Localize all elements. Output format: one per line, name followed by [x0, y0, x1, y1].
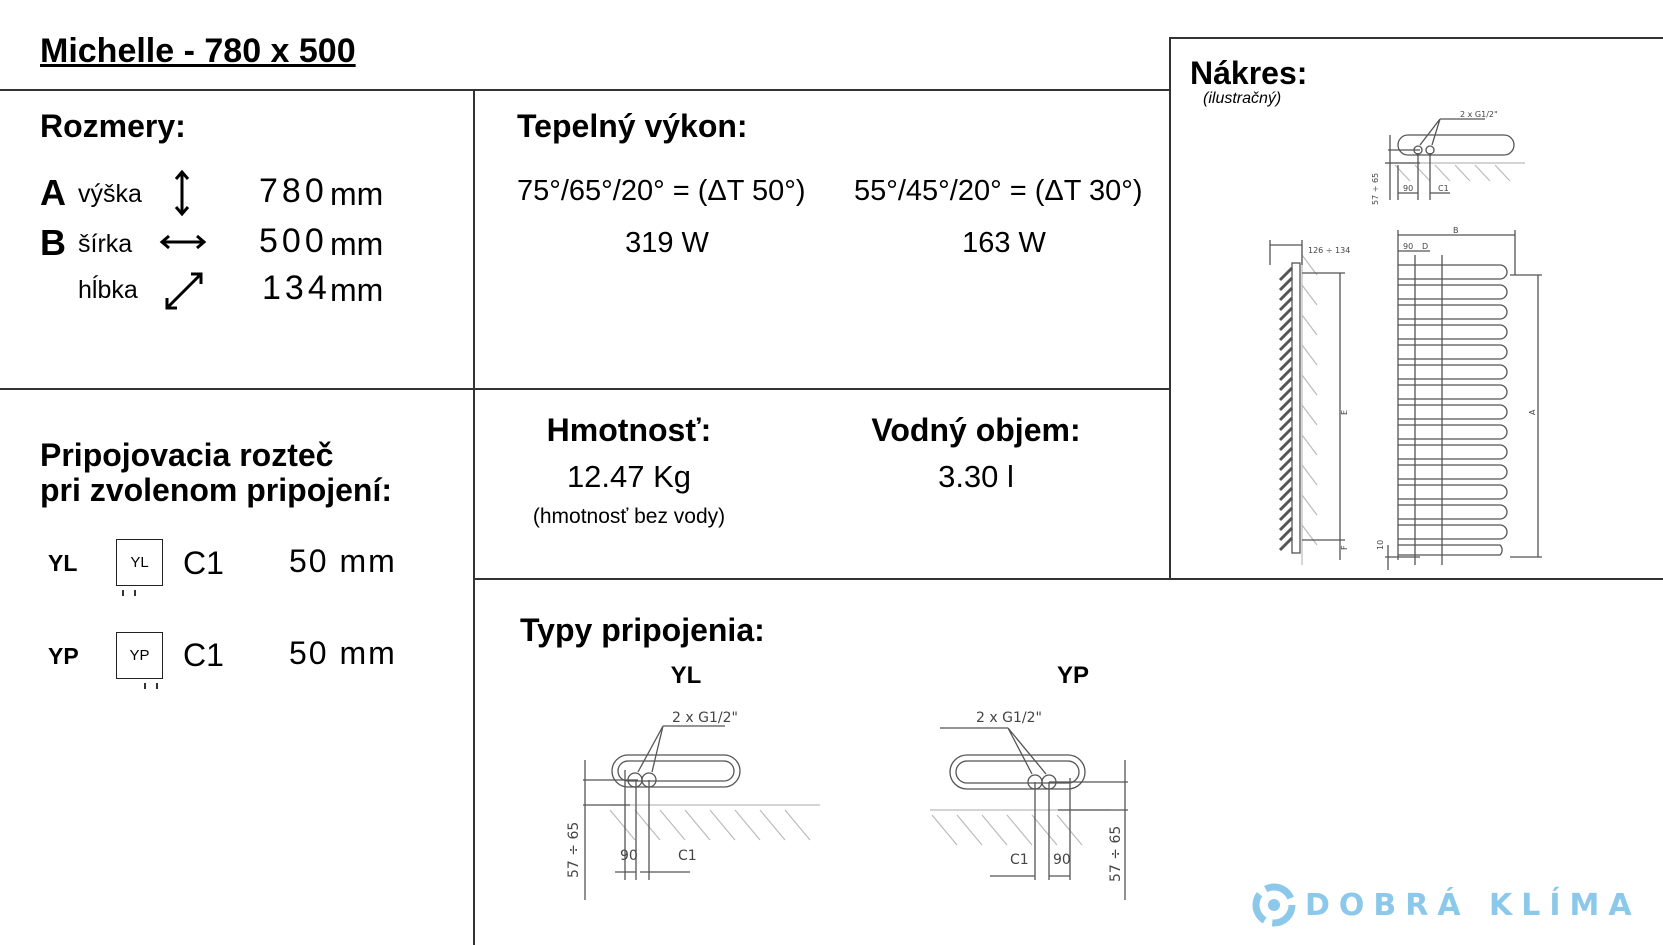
drawing-label: 90	[1403, 184, 1413, 193]
connection-yl-icon: YL	[116, 539, 163, 586]
dim-label: C1	[678, 848, 697, 864]
drawing-label: A	[1528, 409, 1537, 415]
divider	[0, 388, 1170, 390]
logo-text: DOBRÁ KLÍMA	[1305, 887, 1641, 923]
dimension-label: výška	[78, 180, 142, 208]
drawing-label: 90	[1403, 242, 1413, 251]
heat-condition-2: 55°/45°/20° = (ΔT 30°)	[854, 175, 1143, 207]
connection-spacing-heading-2: pri zvolenom pripojení:	[40, 472, 393, 508]
yp-connection-drawing: 2 x G1/2" C1 90 57 ÷ 65	[930, 710, 1128, 900]
dimension-label: šírka	[78, 230, 133, 258]
radiator-technical-drawing: 2 x G1/2" 90 C1 57 ÷ 65 126 ÷ 134 E F B …	[1269, 110, 1542, 570]
dimension-unit: mm	[330, 272, 384, 308]
drawing-label: 2 x G1/2"	[1460, 110, 1498, 119]
pipe-label: 2 x G1/2"	[976, 710, 1042, 726]
pipe-label: 2 x G1/2"	[672, 710, 738, 726]
divider	[1169, 37, 1171, 579]
icon-label: YP	[129, 647, 150, 664]
dim-label: 90	[1053, 852, 1071, 868]
dimension-unit: mm	[330, 176, 384, 212]
weight-note: (hmotnosť bez vody)	[532, 505, 726, 528]
connection-spacing-heading: Pripojovacia rozteč	[40, 437, 334, 473]
divider	[1170, 37, 1663, 39]
dimension-unit: mm	[330, 226, 384, 262]
drawing-subheading: (ilustračný)	[1203, 90, 1282, 107]
dimension-letter: B	[40, 222, 66, 263]
height-label: 57 ÷ 65	[1108, 826, 1124, 882]
water-volume-heading: Vodný objem:	[871, 412, 1081, 448]
drawing-label: B	[1453, 226, 1459, 235]
height-label: 57 ÷ 65	[566, 822, 582, 878]
horizontal-arrow-icon	[159, 234, 207, 250]
diagonal-arrow-icon	[165, 272, 203, 310]
page-title: Michelle - 780 x 500	[40, 32, 356, 70]
yl-connection-drawing: 2 x G1/2" 90 C1 57 ÷ 65	[566, 710, 820, 900]
dimension-value: 780	[259, 172, 328, 210]
weight-value: 12.47 Kg	[566, 459, 692, 494]
drawing-label: C1	[1438, 184, 1449, 193]
connection-type-yl-label: YL	[670, 662, 702, 689]
connection-value: 50 mm	[289, 635, 397, 671]
dimension-value: 134	[262, 269, 331, 307]
dimension-value: 500	[259, 222, 328, 260]
divider	[474, 578, 1663, 580]
vertical-arrow-icon	[174, 169, 190, 217]
drawing-label: D	[1422, 242, 1428, 251]
heat-output-heading: Tepelný výkon:	[517, 108, 748, 144]
connection-type: YL	[48, 550, 78, 576]
dim-label: 90	[620, 848, 638, 864]
heat-condition-1: 75°/65°/20° = (ΔT 50°)	[517, 175, 806, 207]
dimensions-heading: Rozmery:	[40, 108, 186, 144]
pipe-marks	[122, 590, 136, 596]
dimension-letter: A	[40, 172, 66, 213]
connection-type-yp-label: YP	[1056, 662, 1090, 689]
drawing-label: 57 ÷ 65	[1371, 173, 1380, 205]
weight-heading: Hmotnosť:	[546, 412, 712, 448]
water-volume-value: 3.30 l	[938, 459, 1014, 494]
icon-label: YL	[130, 554, 149, 571]
connection-param: C1	[183, 545, 224, 581]
divider	[0, 89, 1170, 91]
drawing-label: E	[1340, 410, 1349, 415]
dobra-klima-logo: DOBRÁ KLÍMA	[1252, 883, 1641, 927]
dimension-label: hĺbka	[78, 276, 138, 304]
connection-yp-icon: YP	[116, 632, 163, 679]
drawing-heading: Nákres:	[1190, 55, 1308, 91]
connection-param: C1	[183, 637, 224, 673]
logo-swirl-icon	[1252, 883, 1296, 927]
drawing-label: 10	[1376, 540, 1385, 550]
pipe-marks	[144, 683, 158, 689]
drawing-label: F	[1340, 545, 1349, 550]
dim-label: C1	[1010, 852, 1029, 868]
connection-types-heading: Typy pripojenia:	[520, 612, 765, 648]
divider	[473, 89, 475, 945]
heat-value-2: 163 W	[962, 227, 1046, 259]
connection-type: YP	[48, 643, 79, 669]
heat-value-1: 319 W	[625, 227, 709, 259]
connection-value: 50 mm	[289, 543, 397, 579]
drawing-label: 126 ÷ 134	[1308, 246, 1350, 255]
